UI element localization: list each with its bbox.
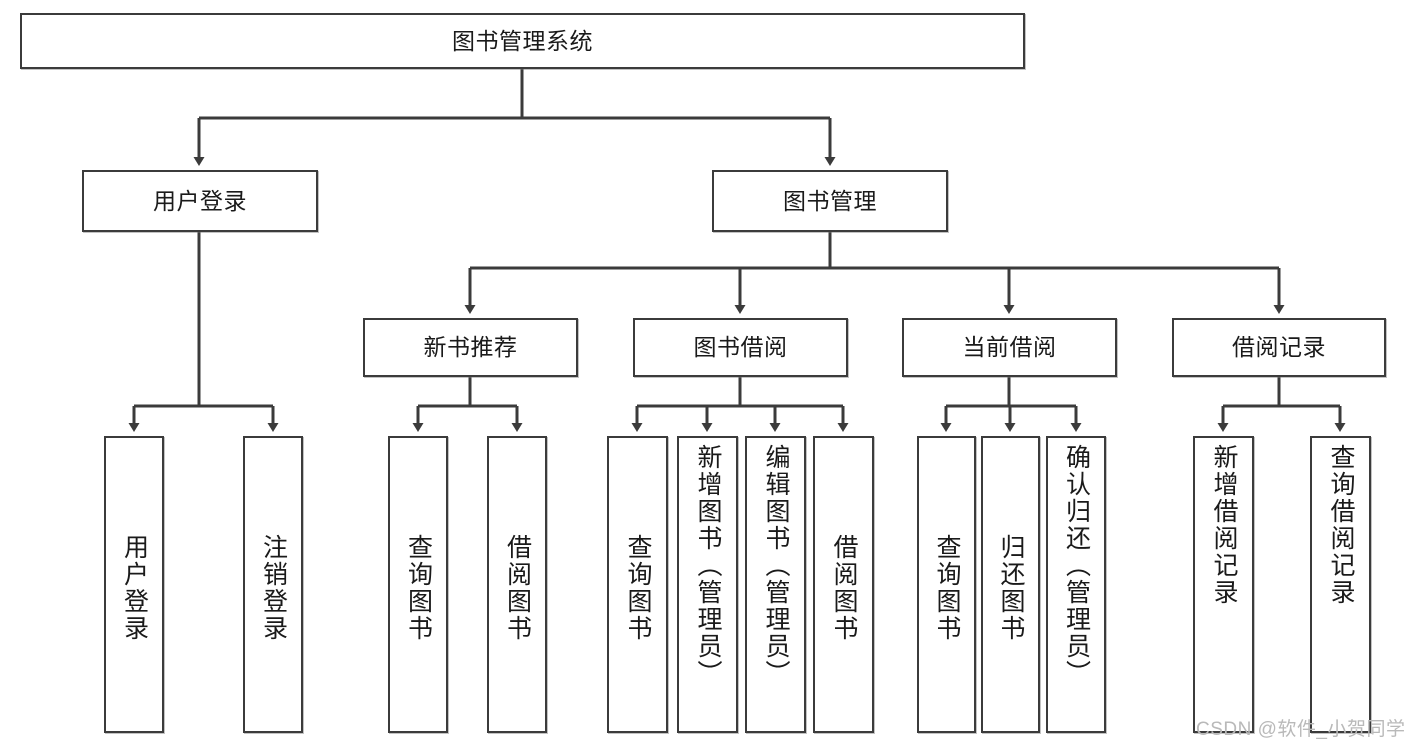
node-leaf-query-book-current[interactable]: 查询图书 (917, 436, 976, 733)
edge-group-borrow-records (1217, 377, 1346, 432)
node-leaf-borrow-book-new[interactable]: 借阅图书 (487, 436, 547, 733)
edge-group-book-mgmt (464, 232, 1285, 314)
node-borrow-record-label: 借阅记录 (1232, 334, 1326, 361)
edge-group-new-books (412, 377, 523, 432)
node-user-login[interactable]: 用户登录 (82, 170, 318, 232)
node-book-management[interactable]: 图书管理 (712, 170, 948, 232)
node-leaf-user-login-label: 用户登录 (120, 533, 149, 642)
node-leaf-return-book[interactable]: 归还图书 (981, 436, 1040, 733)
node-leaf-query-borrow-record[interactable]: 查询借阅记录 (1310, 436, 1371, 733)
node-leaf-add-borrow-record[interactable]: 新增借阅记录 (1193, 436, 1254, 733)
node-book-management-label: 图书管理 (783, 187, 877, 214)
node-leaf-query-book-new[interactable]: 查询图书 (388, 436, 448, 733)
csdn-watermark: CSDN @软件_小贺同学 (1196, 719, 1405, 740)
node-current-borrow-label: 当前借阅 (962, 334, 1057, 361)
node-leaf-query-book-label: 查询图书 (624, 533, 652, 642)
node-leaf-borrow-book-label: 借阅图书 (830, 533, 858, 642)
node-leaf-query-book[interactable]: 查询图书 (607, 436, 668, 733)
node-leaf-edit-book-admin[interactable]: 编辑图书（管理员） (745, 436, 806, 733)
node-leaf-add-book-admin-label: 新增图书（管理员） (694, 444, 722, 687)
node-current-borrow[interactable]: 当前借阅 (902, 318, 1117, 377)
node-leaf-user-login[interactable]: 用户登录 (104, 436, 164, 733)
node-leaf-confirm-return-admin-label: 确认归还（管理员） (1062, 444, 1091, 687)
edge-group-borrow (631, 377, 849, 432)
node-leaf-edit-book-admin-label: 编辑图书（管理员） (762, 444, 790, 687)
node-leaf-query-book-new-label: 查询图书 (404, 533, 433, 642)
node-book-borrow[interactable]: 图书借阅 (633, 318, 848, 377)
node-new-book-recommend-label: 新书推荐 (423, 334, 518, 361)
node-new-book-recommend[interactable]: 新书推荐 (363, 318, 578, 377)
edge-group-root (193, 69, 836, 166)
node-leaf-logout[interactable]: 注销登录 (243, 436, 303, 733)
node-leaf-add-book-admin[interactable]: 新增图书（管理员） (677, 436, 738, 733)
node-root-system-label: 图书管理系统 (452, 27, 593, 54)
node-leaf-query-borrow-record-label: 查询借阅记录 (1327, 444, 1355, 606)
node-leaf-query-book-current-label: 查询图书 (933, 533, 961, 642)
edge-group-current-borrow (940, 377, 1082, 432)
node-user-login-label: 用户登录 (153, 187, 247, 214)
node-leaf-return-book-label: 归还图书 (997, 533, 1025, 642)
node-leaf-borrow-book-new-label: 借阅图书 (503, 533, 532, 642)
node-leaf-logout-label: 注销登录 (259, 533, 288, 642)
node-book-borrow-label: 图书借阅 (693, 334, 788, 361)
node-root-system[interactable]: 图书管理系统 (20, 13, 1025, 69)
node-leaf-confirm-return-admin[interactable]: 确认归还（管理员） (1046, 436, 1106, 733)
edge-group-user-login (128, 232, 279, 432)
node-leaf-borrow-book[interactable]: 借阅图书 (813, 436, 874, 733)
node-leaf-add-borrow-record-label: 新增借阅记录 (1210, 444, 1238, 606)
node-borrow-record[interactable]: 借阅记录 (1172, 318, 1386, 377)
